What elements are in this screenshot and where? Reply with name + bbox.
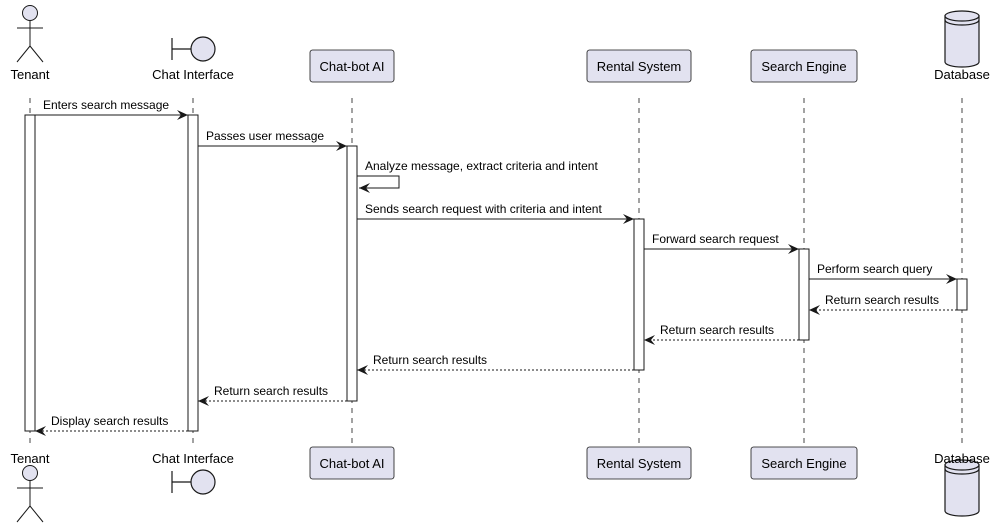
activation-chat bbox=[187, 114, 199, 432]
message-arrow bbox=[357, 175, 400, 193]
participant-label: Rental System bbox=[597, 456, 682, 471]
message: Return search results bbox=[357, 353, 634, 375]
participant-chat-top: Chat Interface bbox=[152, 36, 234, 82]
participant-box bbox=[309, 49, 395, 83]
participant-box bbox=[750, 446, 858, 480]
boundary-icon bbox=[171, 469, 216, 495]
participant-label: Database bbox=[934, 451, 990, 466]
message: Display search results bbox=[35, 414, 188, 436]
message-label: Return search results bbox=[373, 353, 487, 367]
participant-box bbox=[586, 446, 692, 480]
message-label: Display search results bbox=[51, 414, 168, 428]
participant-box bbox=[309, 446, 395, 480]
database-icon bbox=[944, 10, 980, 68]
message-label: Return search results bbox=[825, 293, 939, 307]
actor-icon bbox=[16, 465, 44, 523]
participant-label: Tenant bbox=[10, 67, 49, 82]
database-icon bbox=[944, 459, 980, 517]
message: Analyze message, extract criteria and in… bbox=[357, 159, 598, 193]
participant-chat-bottom: Chat Interface bbox=[152, 451, 234, 495]
activation-db bbox=[956, 278, 968, 311]
message-label: Enters search message bbox=[43, 98, 169, 112]
participant-tenant-bottom: Tenant bbox=[10, 451, 50, 523]
message-label: Return search results bbox=[660, 323, 774, 337]
participant-label: Chat Interface bbox=[152, 67, 234, 82]
actor-icon bbox=[16, 5, 44, 63]
message: Forward search request bbox=[644, 232, 799, 254]
message: Return search results bbox=[198, 384, 347, 406]
participant-label: Tenant bbox=[10, 451, 49, 466]
participant-db-bottom: Database bbox=[934, 451, 990, 517]
message-label: Return search results bbox=[214, 384, 328, 398]
message: Enters search message bbox=[35, 98, 188, 120]
message-label: Sends search request with criteria and i… bbox=[365, 202, 602, 216]
participant-label: Chat-bot AI bbox=[319, 456, 384, 471]
activation-tenant bbox=[24, 114, 36, 432]
message-label: Analyze message, extract criteria and in… bbox=[365, 159, 598, 173]
activation-search bbox=[798, 248, 810, 341]
activation-bot bbox=[346, 145, 358, 402]
participant-search-bottom: Search Engine bbox=[750, 446, 858, 480]
participant-tenant-top: Tenant bbox=[10, 5, 50, 82]
participant-box bbox=[586, 49, 692, 83]
participant-label: Rental System bbox=[597, 59, 682, 74]
participant-label: Database bbox=[934, 67, 990, 82]
boundary-icon bbox=[171, 36, 216, 62]
participant-search-top: Search Engine bbox=[750, 49, 858, 83]
participant-rental-bottom: Rental System bbox=[586, 446, 692, 480]
message: Return search results bbox=[809, 293, 957, 315]
participant-bot-bottom: Chat-bot AI bbox=[309, 446, 395, 480]
participant-label: Chat-bot AI bbox=[319, 59, 384, 74]
participant-label: Search Engine bbox=[761, 59, 846, 74]
message: Perform search query bbox=[809, 262, 957, 284]
message-label: Passes user message bbox=[206, 129, 324, 143]
participant-rental-top: Rental System bbox=[586, 49, 692, 83]
message: Passes user message bbox=[198, 129, 347, 151]
message-label: Perform search query bbox=[817, 262, 932, 276]
participant-bot-top: Chat-bot AI bbox=[309, 49, 395, 83]
participant-box bbox=[750, 49, 858, 83]
participant-label: Chat Interface bbox=[152, 451, 234, 466]
message: Return search results bbox=[644, 323, 799, 345]
message-label: Forward search request bbox=[652, 232, 779, 246]
activation-rental bbox=[633, 218, 645, 371]
message: Sends search request with criteria and i… bbox=[357, 202, 634, 224]
activation-bars bbox=[24, 114, 968, 432]
participant-label: Search Engine bbox=[761, 456, 846, 471]
participant-db-top: Database bbox=[934, 10, 990, 82]
